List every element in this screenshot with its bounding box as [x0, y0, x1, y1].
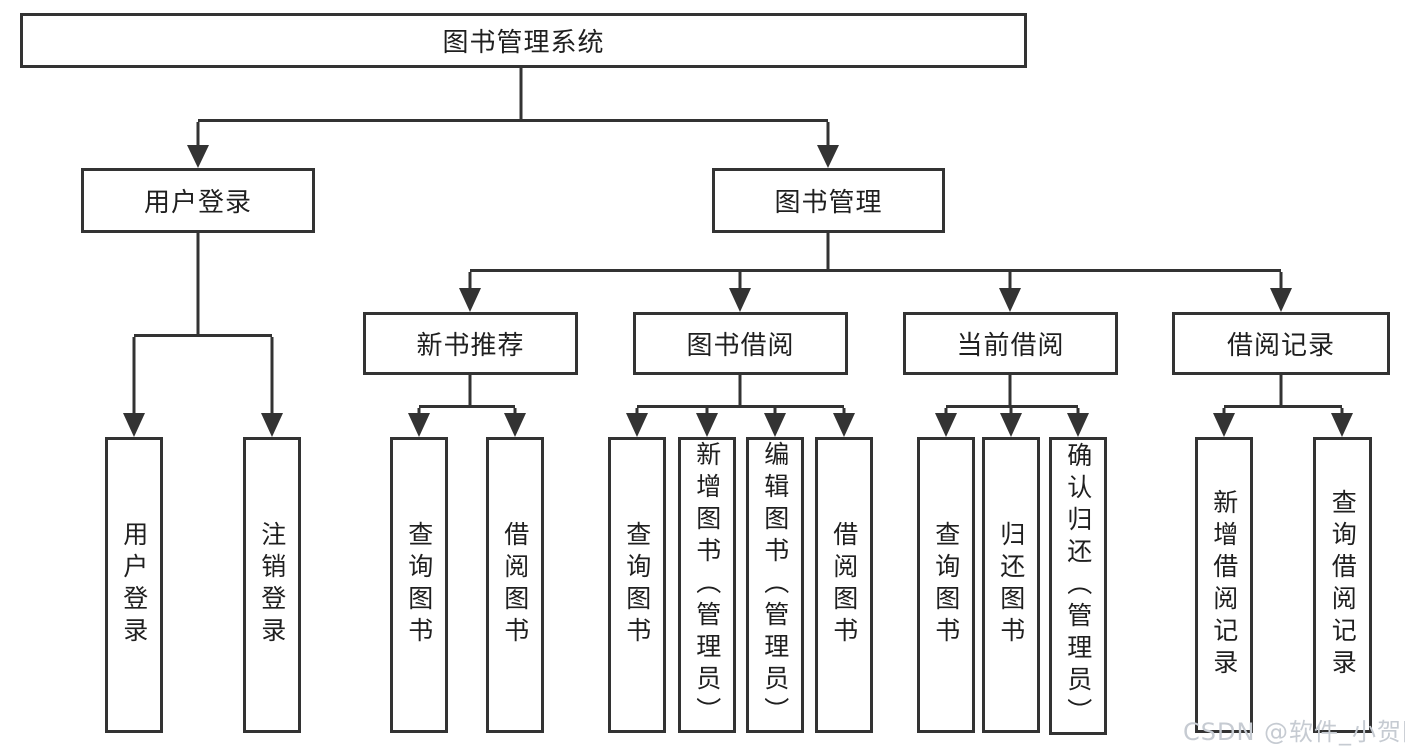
leaf-query-books-current: 查询图书	[917, 437, 975, 733]
leaf-query-borrow-record-label: 查询借阅记录	[1328, 489, 1358, 681]
node-root: 图书管理系统	[20, 13, 1027, 68]
leaf-edit-books-admin: 编辑图书（管理员）	[746, 437, 804, 733]
node-new-book-recommend-label: 新书推荐	[416, 331, 525, 361]
leaf-add-books-admin-label: 新增图书（管理员）	[692, 441, 722, 729]
node-borrowing-records-label: 借阅记录	[1226, 331, 1335, 361]
leaf-query-books-recommend: 查询图书	[390, 437, 448, 733]
node-book-management-label: 图书管理	[774, 188, 883, 218]
leaf-query-books-current-label: 查询图书	[931, 521, 961, 649]
leaf-query-books-borrowing: 查询图书	[608, 437, 666, 733]
leaf-query-books-recommend-label: 查询图书	[404, 521, 434, 649]
leaf-query-borrow-record: 查询借阅记录	[1313, 437, 1372, 733]
node-current-borrowing-label: 当前借阅	[956, 331, 1065, 361]
leaf-query-books-borrowing-label: 查询图书	[622, 521, 652, 649]
leaf-user-login: 用户登录	[105, 437, 163, 733]
node-root-label: 图书管理系统	[442, 28, 605, 58]
leaf-confirm-return-admin-label: 确认归还（管理员）	[1063, 442, 1093, 730]
leaf-add-books-admin: 新增图书（管理员）	[678, 437, 736, 733]
leaf-user-login-label: 用户登录	[119, 521, 149, 649]
node-user-login-label: 用户登录	[143, 188, 252, 218]
node-user-login: 用户登录	[81, 168, 315, 233]
leaf-confirm-return-admin: 确认归还（管理员）	[1049, 437, 1107, 735]
leaf-return-books-label: 归还图书	[996, 521, 1026, 649]
node-book-borrowing-label: 图书借阅	[686, 331, 795, 361]
leaf-add-borrow-record: 新增借阅记录	[1195, 437, 1253, 733]
leaf-borrow-books-borrowing-label: 借阅图书	[829, 521, 859, 649]
leaf-edit-books-admin-label: 编辑图书（管理员）	[760, 441, 790, 729]
leaf-add-borrow-record-label: 新增借阅记录	[1209, 489, 1239, 681]
node-book-management: 图书管理	[712, 168, 945, 233]
node-book-borrowing: 图书借阅	[633, 312, 848, 375]
leaf-logout: 注销登录	[243, 437, 301, 733]
watermark: CSDN @软件_小贺同学	[1183, 718, 1405, 746]
leaf-borrow-books-recommend-label: 借阅图书	[500, 521, 530, 649]
node-new-book-recommend: 新书推荐	[363, 312, 578, 375]
leaf-borrow-books-recommend: 借阅图书	[486, 437, 544, 733]
node-current-borrowing: 当前借阅	[903, 312, 1118, 375]
leaf-borrow-books-borrowing: 借阅图书	[815, 437, 873, 733]
leaf-logout-label: 注销登录	[257, 521, 287, 649]
node-borrowing-records: 借阅记录	[1172, 312, 1390, 375]
leaf-return-books: 归还图书	[982, 437, 1040, 733]
